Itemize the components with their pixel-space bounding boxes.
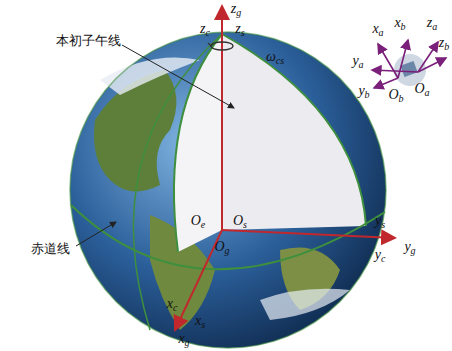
axis-label: ys <box>375 214 385 230</box>
axis-label: xs <box>195 314 205 330</box>
axis-label: Og <box>214 240 229 256</box>
axis-label: xg <box>178 332 189 348</box>
annotation-label: 本初子午线 <box>55 34 122 47</box>
axis-label: za <box>427 16 437 32</box>
axis-label: ya <box>352 54 363 70</box>
axis-label: xc <box>167 297 178 313</box>
axis-label: yb <box>358 84 369 100</box>
axis-label: zg <box>231 2 241 18</box>
axis-label: ωcs <box>266 50 284 66</box>
annotation-label: 赤道线 <box>30 242 71 255</box>
axis-label: yc <box>375 248 386 264</box>
axis-label: zc <box>200 22 210 38</box>
axis-label: Ob <box>388 88 403 104</box>
axis-label: xb <box>394 16 405 32</box>
axis-label: Oa <box>414 82 429 98</box>
axis-label: zb <box>439 36 449 52</box>
axis-label: yg <box>404 240 415 256</box>
axis-label: zs <box>235 22 244 38</box>
axis-label: xa <box>372 22 383 38</box>
axis-label: Oe <box>191 214 206 230</box>
axis-label: Os <box>233 214 247 230</box>
